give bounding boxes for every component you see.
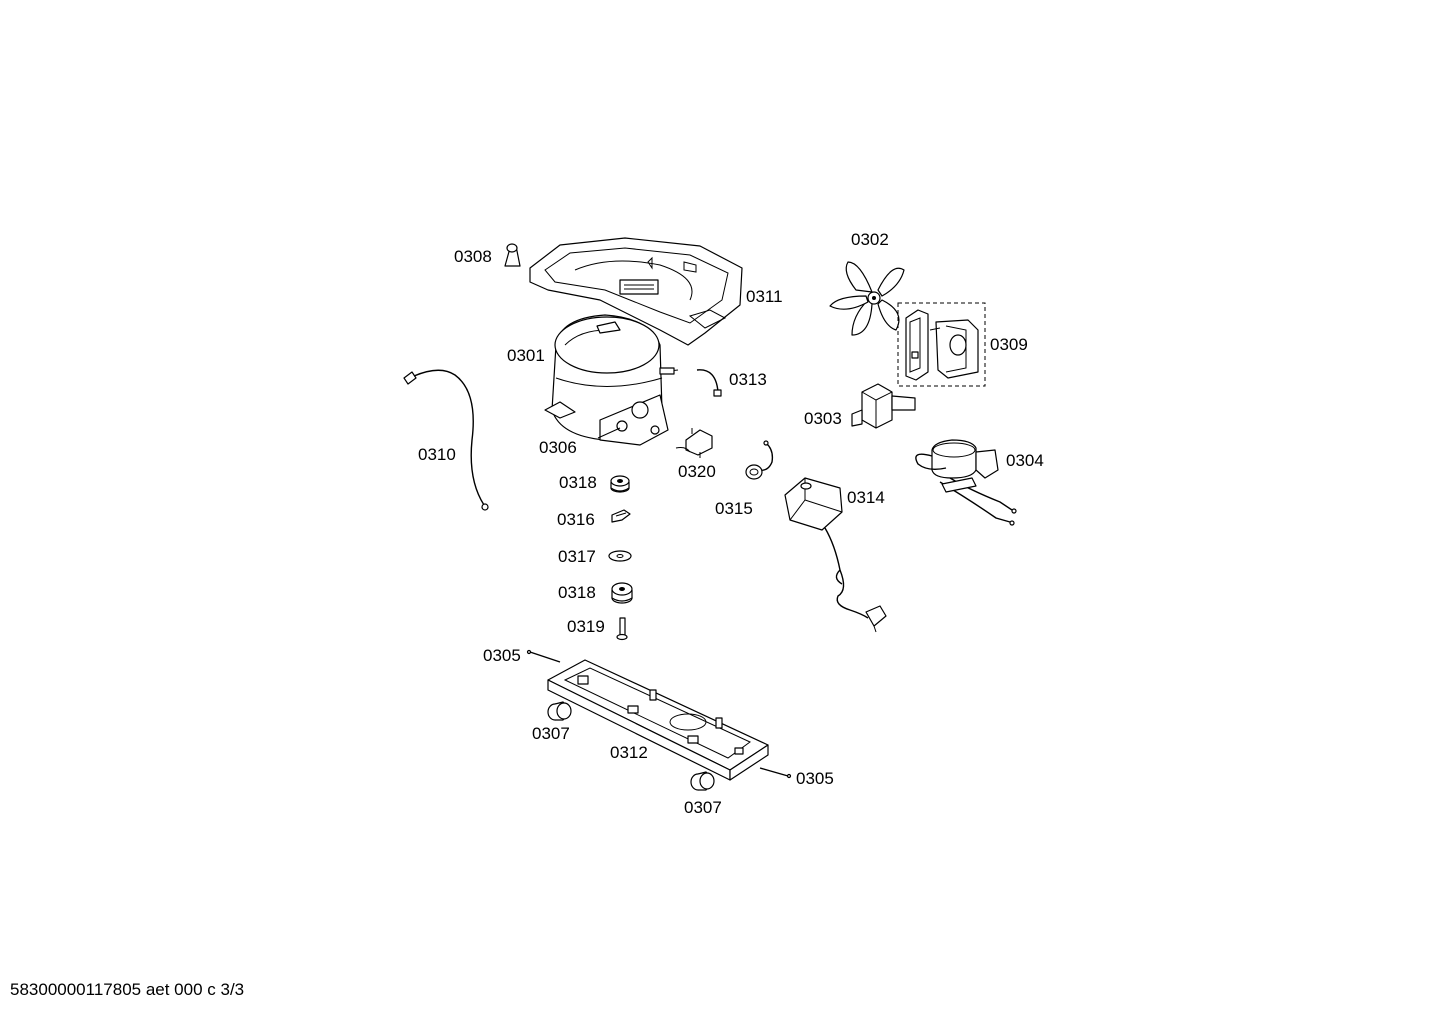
part-0320-relay bbox=[675, 428, 713, 456]
label-0307-right: 0307 bbox=[684, 798, 722, 817]
label-0311: 0311 bbox=[746, 287, 783, 306]
part-0317-washer bbox=[608, 550, 632, 562]
part-0309-fan-motor bbox=[897, 302, 986, 387]
label-0312: 0312 bbox=[610, 743, 648, 762]
label-0305-right: 0305 bbox=[796, 769, 834, 788]
label-0313: 0313 bbox=[729, 370, 767, 389]
part-0301-compressor bbox=[544, 314, 679, 446]
part-0302-fan bbox=[829, 261, 905, 336]
label-0317: 0317 bbox=[558, 547, 596, 566]
part-0303-door-switch bbox=[851, 383, 916, 429]
label-0304: 0304 bbox=[1006, 451, 1044, 470]
label-0318-lower: 0318 bbox=[558, 583, 596, 602]
label-0310: 0310 bbox=[418, 445, 456, 464]
label-0320: 0320 bbox=[678, 462, 716, 481]
part-0305-rod-left bbox=[526, 649, 561, 663]
part-0311-drip-tray bbox=[529, 237, 743, 346]
part-0308-clip bbox=[504, 243, 521, 267]
part-0307-foot-left bbox=[547, 701, 572, 721]
part-0313-tube bbox=[696, 369, 722, 397]
label-0316: 0316 bbox=[557, 510, 595, 529]
part-0319-pin bbox=[616, 617, 628, 641]
part-0312-base-plate bbox=[547, 659, 769, 781]
document-id-footer: 58300000117805 aet 000 c 3/3 bbox=[10, 980, 245, 999]
label-0315: 0315 bbox=[715, 499, 753, 518]
leader-lines bbox=[597, 427, 701, 458]
label-0308: 0308 bbox=[454, 247, 492, 266]
part-0304-capacitor bbox=[915, 439, 1017, 526]
label-0307-left: 0307 bbox=[532, 724, 570, 743]
label-0319: 0319 bbox=[567, 617, 605, 636]
part-0314-junction-box bbox=[784, 477, 887, 633]
part-0305-rod-right bbox=[759, 767, 792, 779]
part-0318-grommet-lower bbox=[611, 582, 633, 604]
part-0310-cable bbox=[403, 369, 489, 511]
label-0309: 0309 bbox=[990, 335, 1028, 354]
label-0306: 0306 bbox=[539, 438, 577, 457]
label-0302: 0302 bbox=[851, 230, 889, 249]
label-0303: 0303 bbox=[804, 409, 842, 428]
label-0305-left: 0305 bbox=[483, 646, 521, 665]
label-0314: 0314 bbox=[847, 488, 885, 507]
label-0318-upper: 0318 bbox=[559, 473, 597, 492]
part-0315-overload bbox=[745, 440, 774, 480]
part-0318-grommet-upper bbox=[610, 475, 630, 493]
part-0316-clip bbox=[611, 509, 631, 523]
part-0307-foot-right bbox=[690, 771, 715, 791]
label-0301: 0301 bbox=[507, 346, 545, 365]
